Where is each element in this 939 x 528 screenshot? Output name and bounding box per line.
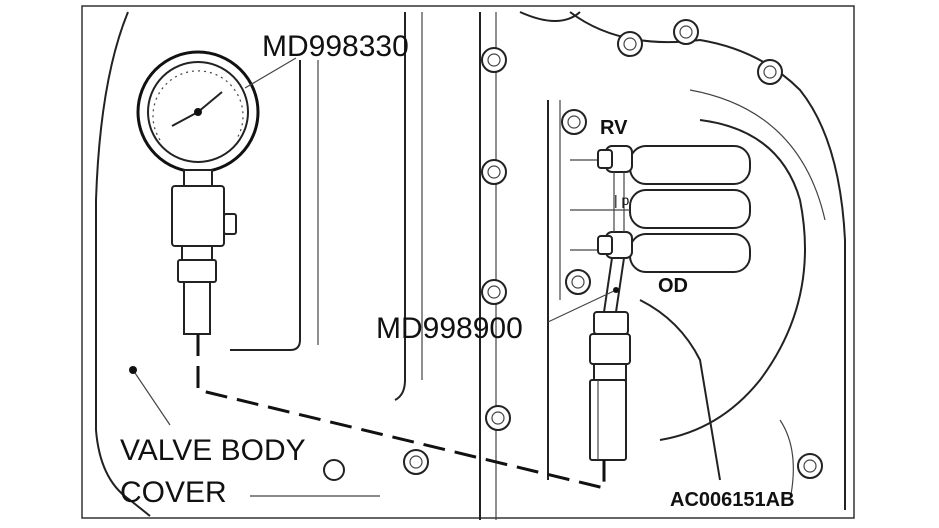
valve-body-label-line2: COVER xyxy=(120,476,227,509)
valve-body-label-line1: VALVE BODY xyxy=(120,434,306,467)
port-od-label: OD xyxy=(658,275,688,297)
valve-body-cover-outline xyxy=(95,11,497,520)
figure-code-label: AC006151AB xyxy=(670,489,795,511)
rv-port-plug xyxy=(597,145,633,173)
bolt-head-icon xyxy=(617,31,643,57)
bolt-head-icon xyxy=(481,279,507,305)
bolt-head-icon xyxy=(323,459,345,481)
bolt-heads xyxy=(323,19,823,481)
adapter-assembly xyxy=(589,257,631,461)
bolt-head-icon xyxy=(757,59,783,85)
bolt-head-icon xyxy=(797,453,823,479)
bolt-head-icon xyxy=(481,47,507,73)
port-mark: | p xyxy=(614,192,630,208)
figure-frame xyxy=(81,5,855,519)
gauge-tool-label: MD998330 xyxy=(262,30,409,63)
bolt-head-icon xyxy=(673,19,699,45)
pressure-gauge-icon xyxy=(136,50,260,174)
connecting-hose xyxy=(196,334,606,490)
bolt-head-icon xyxy=(565,269,591,295)
port-rv-label: RV xyxy=(600,117,628,139)
od-port-adapter xyxy=(597,231,633,259)
leader-lines xyxy=(129,57,619,497)
bolt-head-icon xyxy=(481,159,507,185)
bolt-head-icon xyxy=(485,405,511,431)
adapter-tool-label: MD998900 xyxy=(376,312,523,345)
bolt-head-icon xyxy=(403,449,429,475)
pressure-port-tubes xyxy=(570,145,751,273)
gauge-fitting xyxy=(171,169,237,335)
bolt-head-icon xyxy=(561,109,587,135)
port-connector xyxy=(613,172,625,232)
